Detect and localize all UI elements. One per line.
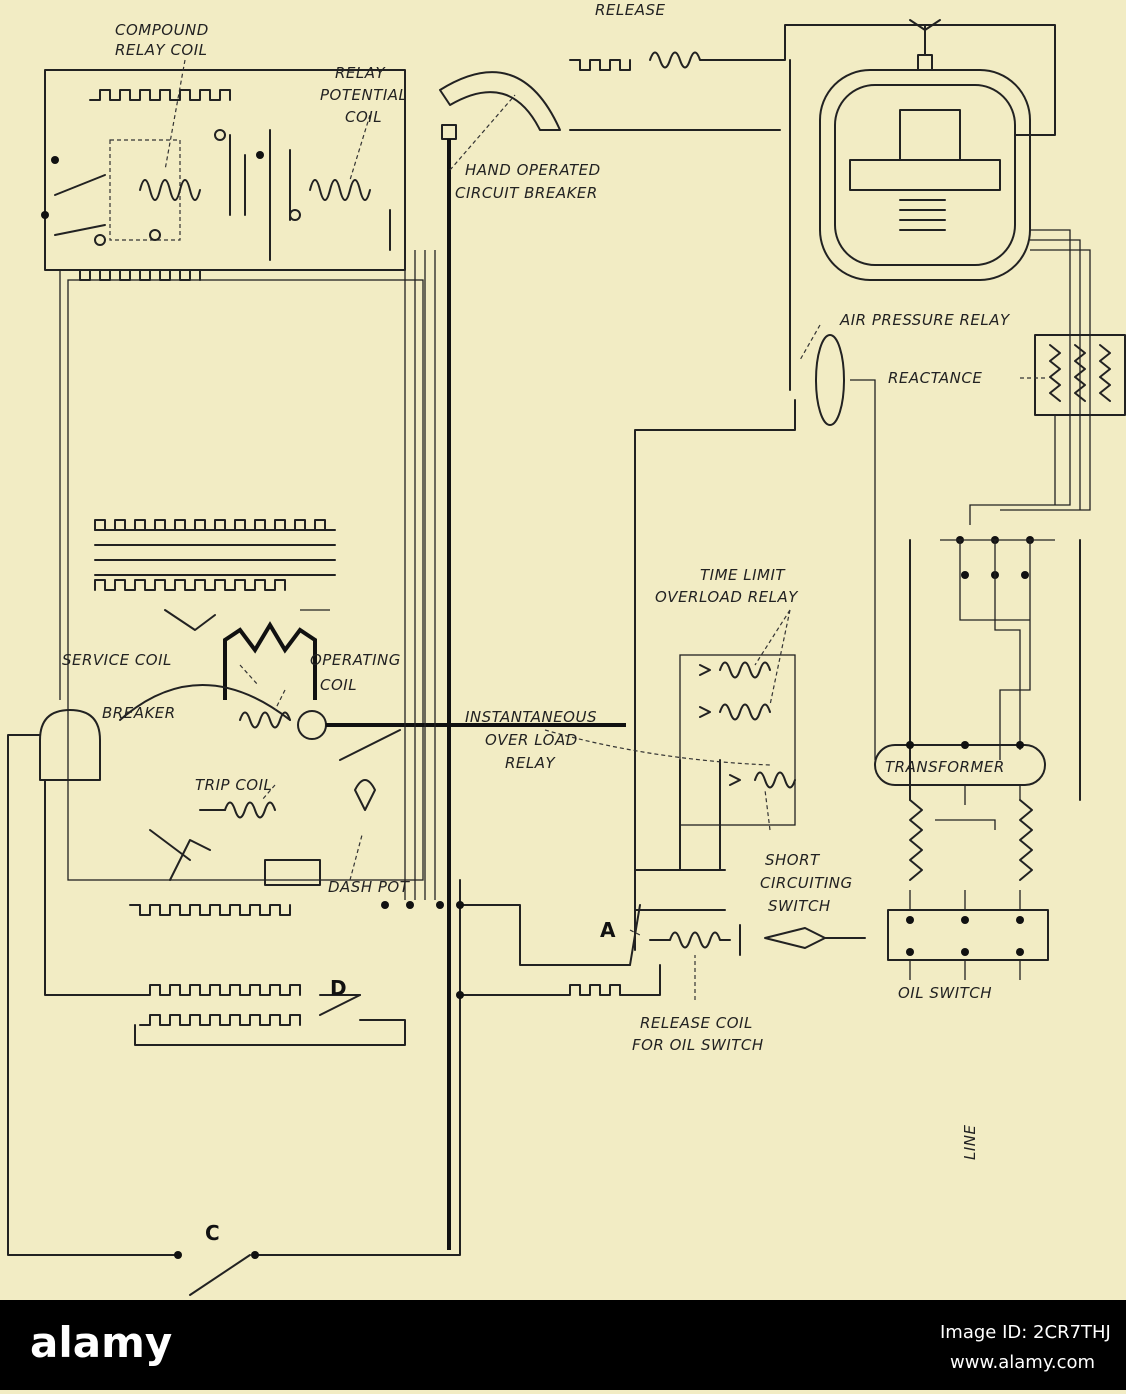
label-relay-3: COIL (345, 108, 382, 126)
label-operating-2: COIL (320, 676, 357, 694)
time-limit-relay (679, 654, 796, 826)
label-relay-2: POTENTIAL (320, 86, 407, 104)
label-inst-2: OVER LOAD (485, 731, 578, 749)
label-breaker: BREAKER (102, 704, 176, 722)
label-transformer: TRANSFORMER (885, 758, 1005, 776)
label-time-1: TIME LIMIT (700, 566, 786, 584)
main-breaker-enclosure (39, 250, 626, 916)
compound-relay-assembly (41, 69, 406, 281)
label-time-2: OVERLOAD RELAY (655, 588, 799, 606)
label-service: SERVICE COIL (62, 651, 172, 669)
label-operating-1: OPERATING (310, 651, 401, 669)
magnet-assembly (819, 19, 1031, 281)
label-compound-2: RELAY COIL (115, 41, 208, 59)
label-reactance: REACTANCE (888, 369, 982, 387)
label-inst-1: INSTANTANEOUS (465, 708, 597, 726)
air-pressure-relay-icon (815, 334, 845, 426)
label-d: D (330, 976, 347, 1000)
label-oil: OIL SWITCH (898, 984, 992, 1002)
terminal-board (909, 536, 1081, 801)
label-release-coil-2: FOR OIL SWITCH (632, 1036, 764, 1054)
label-relay-1: RELAY (335, 64, 387, 82)
label-inst-3: RELAY (505, 754, 557, 772)
label-short-3: SWITCH (768, 897, 831, 915)
label-trip: TRIP COIL (195, 776, 272, 794)
label-release-coil-1: RELEASE COIL (640, 1014, 753, 1032)
label-line: LINE (961, 1124, 979, 1160)
label-release: RELEASE (595, 1, 666, 19)
oil-switch (887, 890, 1049, 980)
label-c: C (205, 1221, 220, 1245)
label-hand-1: HAND OPERATED (465, 161, 601, 179)
transformer (874, 741, 1046, 881)
label-hand-2: CIRCUIT BREAKER (455, 184, 598, 202)
footer-image-id: Image ID: 2CR7THJ (940, 1322, 1111, 1343)
label-dash: DASH POT (328, 878, 411, 896)
watermark-footer: alamy Image ID: 2CR7THJ www.alamy.com (0, 1300, 1126, 1390)
wiring-diagram: RELEASE COMPOUND RELAY COIL RELAY POTENT… (7, 1, 1126, 1296)
footer-url: www.alamy.com (950, 1352, 1095, 1373)
label-short-1: SHORT (765, 851, 821, 869)
label-short-2: CIRCUITING (760, 874, 853, 892)
label-a: A (600, 918, 616, 942)
hand-breaker-arc (439, 71, 561, 131)
label-compound-1: COMPOUND (115, 21, 209, 39)
footer-logo: alamy (30, 1318, 172, 1367)
label-air: AIR PRESSURE RELAY (839, 311, 1011, 329)
labels: RELEASE COMPOUND RELAY COIL RELAY POTENT… (62, 1, 1011, 1245)
